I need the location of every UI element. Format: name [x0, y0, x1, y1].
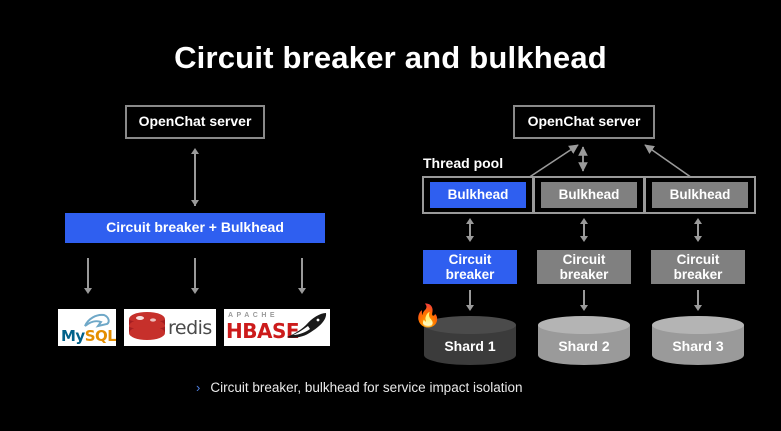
cb-arrow-line-2	[583, 222, 585, 240]
left-arrow-hbase-line	[301, 258, 303, 292]
cb-arrow-head-down-1	[466, 236, 474, 242]
redis-wordmark: redis	[168, 317, 212, 339]
hbase-logo: APACHE HBASE	[224, 309, 330, 346]
shard-top-3	[652, 316, 744, 334]
cb-arrow-head-up-1	[466, 218, 474, 224]
shard-cylinder-1: Shard 1	[424, 316, 516, 366]
caption: › Circuit breaker, bulkhead for service i…	[196, 380, 523, 395]
left-arrow-mysql-head	[84, 288, 92, 294]
redis-stack-icon	[129, 312, 165, 340]
cb-arrow-head-up-3	[694, 218, 702, 224]
mysql-my-text: My	[61, 327, 85, 345]
right-server-fanout-arrows	[524, 144, 696, 181]
mysql-logo: MySQL	[58, 309, 116, 346]
shard-top-1	[424, 316, 516, 334]
shard-label-3: Shard 3	[672, 338, 724, 354]
circuit-breaker-line1-2: Circuit	[562, 251, 606, 267]
shard-arrow-head-2	[580, 305, 588, 311]
circuit-breaker-line1-3: Circuit	[676, 251, 720, 267]
page-title: Circuit breaker and bulkhead	[174, 40, 607, 75]
cb-arrow-line-1	[469, 222, 471, 240]
left-arrow-line	[194, 152, 196, 206]
shard-arrow-line-1	[469, 290, 471, 308]
mysql-dolphin-icon	[84, 313, 110, 328]
shard-arrow-line-3	[697, 290, 699, 308]
shard-arrow-head-3	[694, 305, 702, 311]
redis-logo: redis	[124, 309, 216, 346]
shard-cylinder-3: Shard 3	[652, 316, 744, 366]
shard-label-1: Shard 1	[444, 338, 496, 354]
bulkhead-box-1: Bulkhead	[430, 182, 526, 208]
shard-top-2	[538, 316, 630, 334]
cb-arrow-head-down-3	[694, 236, 702, 242]
circuit-breaker-line2-1: breaker	[445, 267, 495, 282]
hbase-orca-icon	[287, 313, 327, 338]
circuit-breaker-box-1: Circuit breaker	[423, 250, 517, 284]
left-arrow-mysql-line	[87, 258, 89, 292]
right-openchat-server-box: OpenChat server	[513, 105, 655, 139]
fire-icon: 🔥	[414, 303, 442, 328]
cb-arrow-head-down-2	[580, 236, 588, 242]
left-arrow-redis-head	[191, 288, 199, 294]
thread-pool-label: Thread pool	[423, 155, 504, 171]
left-arrow-hbase-head	[298, 288, 306, 294]
shard-cylinder-2: Shard 2	[538, 316, 630, 366]
circuit-breaker-box-3: Circuit breaker	[651, 250, 745, 284]
shard-arrow-line-2	[583, 290, 585, 308]
circuit-breaker-line1-1: Circuit	[448, 251, 492, 267]
caption-bullet-icon: ›	[196, 380, 201, 395]
circuit-breaker-line2-3: breaker	[673, 267, 723, 282]
left-arrow-head-up	[191, 148, 199, 154]
circuit-breaker-box-2: Circuit breaker	[537, 250, 631, 284]
bulkhead-box-2: Bulkhead	[541, 182, 637, 208]
shard-label-2: Shard 2	[558, 338, 610, 354]
shard-arrow-head-1	[466, 305, 474, 311]
left-arrow-redis-line	[194, 258, 196, 292]
circuit-breaker-line2-2: breaker	[559, 267, 609, 282]
mysql-sql-text: SQL	[84, 327, 116, 345]
left-openchat-server-box: OpenChat server	[125, 105, 265, 139]
cb-arrow-head-up-2	[580, 218, 588, 224]
caption-text: Circuit breaker, bulkhead for service im…	[210, 380, 523, 395]
left-arrow-head-down	[191, 200, 199, 206]
left-circuit-breaker-bulkhead-bar: Circuit breaker + Bulkhead	[65, 213, 325, 243]
bulkhead-box-3: Bulkhead	[652, 182, 748, 208]
cb-arrow-line-3	[697, 222, 699, 240]
mysql-wordmark: MySQL	[61, 327, 116, 345]
hbase-apache-text: APACHE	[228, 312, 279, 319]
hbase-wordmark: HBASE	[226, 319, 300, 343]
